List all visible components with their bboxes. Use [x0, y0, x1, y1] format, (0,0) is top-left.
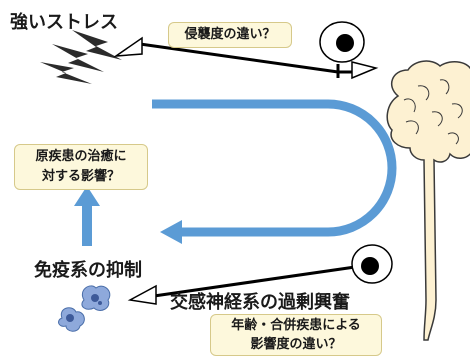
- strong-stress-label: 強いストレス: [10, 12, 118, 33]
- loop-arrowhead: [160, 220, 182, 244]
- up-arrow: [74, 186, 100, 246]
- age-comorbidity-box: 年齢・合併疾患による 影響度の違い？: [210, 314, 382, 356]
- effect-on-cure-line-1: 原疾患の治癒に: [35, 149, 127, 164]
- effect-on-cure-line-2: 対する影響？: [41, 169, 120, 184]
- brain-spinal-cord-icon: [386, 60, 470, 341]
- invasion-degree-box: 侵襲度の違い？: [168, 22, 292, 48]
- sympathetic-overexcitation-label: 交感神経系の過剰興奮: [170, 292, 350, 313]
- age-comorbidity-line-2: 影響度の違い？: [250, 337, 342, 352]
- lightning-bolts-icon: [40, 30, 122, 84]
- age-comorbidity-line-1: 年齢・合併疾患による: [231, 318, 361, 333]
- lower-neuron-axon: [127, 264, 363, 305]
- effect-on-cure-box: 原疾患の治癒に 対する影響？: [14, 144, 148, 190]
- immunosuppression-label: 免疫系の抑制: [34, 260, 142, 281]
- immune-cells-icon: [58, 285, 111, 332]
- feedback-loop-arrow: [152, 99, 397, 237]
- neuron-eye-icon: [351, 244, 393, 284]
- upper-neuron-axon: [113, 36, 379, 80]
- neuron-eye-icon: [319, 21, 365, 63]
